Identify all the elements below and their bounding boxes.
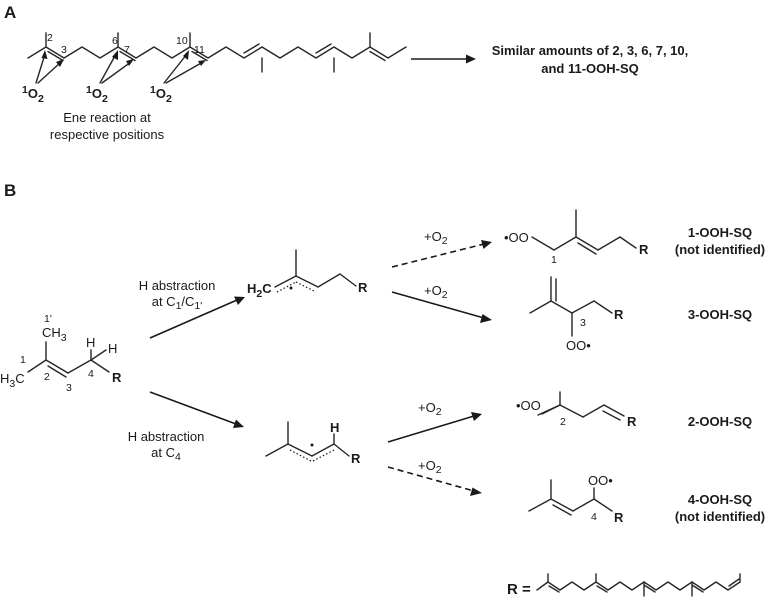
product-1-name: 1-OOH-SQ	[688, 225, 752, 240]
h-atom-label: H	[330, 420, 339, 435]
o2-arrow-to-2-ooh	[387, 412, 482, 443]
r-group-structure	[536, 573, 741, 597]
r-group-label: R	[351, 451, 361, 466]
position-label: 11	[194, 44, 205, 56]
r-group-label: R	[112, 370, 122, 385]
r-definition-label: R =	[507, 581, 531, 598]
result-line2: and 11-OOH-SQ	[541, 61, 639, 76]
product-2-ooh-structure	[537, 391, 625, 421]
double-bond-6-7	[119, 50, 136, 62]
position-label: 10	[176, 35, 188, 47]
radical-c1-structure	[274, 249, 357, 293]
path1-label-line1: H abstraction	[139, 278, 216, 293]
o2-arrow-to-3-ooh	[391, 291, 492, 323]
o2-arrow-to-4-ooh	[387, 466, 482, 496]
singlet-oxygen-label: 1O2	[150, 84, 172, 105]
singlet-oxygen-label: 1O2	[86, 84, 108, 105]
pathway-arrow-c1	[149, 296, 245, 339]
path2-label-line1: H abstraction	[128, 429, 205, 444]
h3c-label: H3C	[0, 371, 25, 390]
peroxyl-group: OO•	[566, 338, 591, 353]
path1-label-line2: at C1/C1'	[152, 294, 203, 312]
squalene-structure: 2 3 6 7 10 11	[27, 32, 407, 73]
position-label: 1	[551, 254, 557, 266]
peroxyl-group: •OO	[504, 230, 529, 245]
product-1-note: (not identified)	[675, 242, 765, 257]
peroxyl-group: •OO	[516, 398, 541, 413]
radical-c4-structure	[265, 421, 350, 462]
h2c-label: H2C	[247, 281, 272, 300]
r-group-chain	[536, 581, 741, 591]
position-label: 2	[47, 32, 53, 44]
ene-caption-line2: respective positions	[50, 127, 165, 142]
position-label: 7	[124, 44, 130, 56]
h-atom-label: H	[86, 335, 95, 350]
o2-addition-label: +O2	[424, 229, 448, 247]
position-label: 3	[66, 382, 72, 394]
position-label: 6	[112, 35, 118, 47]
ene-caption-line1: Ene reaction at	[63, 110, 151, 125]
double-bond-22	[369, 50, 386, 62]
position-label: 2	[560, 416, 566, 428]
o2-arrow-to-1-ooh	[391, 240, 492, 268]
h-atom-label: H	[108, 341, 117, 356]
squalene-backbone	[27, 46, 407, 59]
double-bond-10-11	[191, 50, 208, 62]
double-bond-14	[243, 43, 260, 54]
panel-b-letter: B	[4, 181, 16, 200]
double-bond-2-3	[47, 50, 64, 62]
peroxyl-group: OO•	[588, 473, 613, 488]
position-label: 4	[591, 511, 597, 523]
path2-label-line2: at C4	[151, 445, 181, 463]
o2-addition-label: +O2	[418, 458, 442, 476]
position-label: 3	[61, 44, 67, 56]
r-group-label: R	[358, 280, 368, 295]
r-group-label: R	[614, 307, 624, 322]
pathway-arrow-c4	[149, 391, 244, 428]
panel-a-letter: A	[4, 3, 16, 22]
double-bond-18	[315, 43, 332, 54]
position-label: 1'	[44, 313, 52, 325]
o2-addition-label: +O2	[424, 283, 448, 301]
position-label: 1	[20, 354, 26, 366]
product-4-name: 4-OOH-SQ	[688, 492, 752, 507]
r-group-label: R	[627, 414, 637, 429]
ch3-label: CH3	[42, 325, 67, 344]
product-4-ooh-structure	[528, 479, 613, 516]
position-label: 4	[88, 368, 94, 380]
singlet-oxygen-arrows	[35, 50, 206, 84]
o2-addition-label: +O2	[418, 400, 442, 418]
singlet-oxygen-label: 1O2	[22, 84, 44, 105]
starting-structure	[27, 341, 110, 378]
r-group-label: R	[614, 510, 624, 525]
position-label: 3	[580, 317, 586, 329]
product-4-note: (not identified)	[675, 509, 765, 524]
result-line1: Similar amounts of 2, 3, 6, 7, 10,	[492, 43, 689, 58]
product-3-name: 3-OOH-SQ	[688, 307, 752, 322]
product-2-name: 2-OOH-SQ	[688, 414, 752, 429]
position-label: 2	[44, 371, 50, 383]
result-arrow	[411, 54, 476, 64]
product-1-ooh-structure	[531, 209, 637, 255]
product-3-ooh-structure	[529, 276, 613, 337]
r-group-label: R	[639, 242, 649, 257]
